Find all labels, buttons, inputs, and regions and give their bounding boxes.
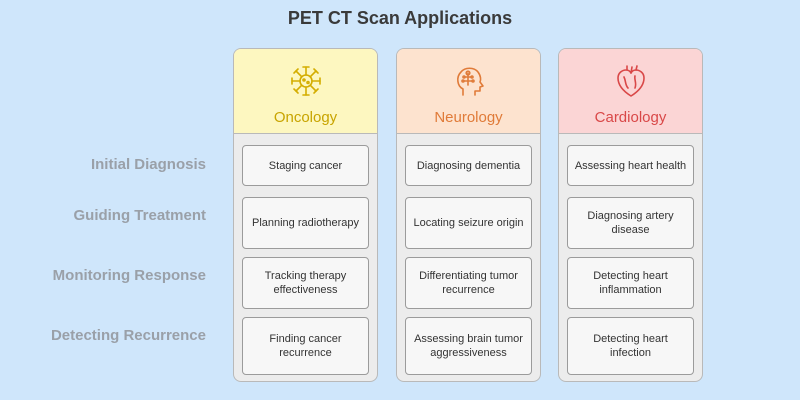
page-title: PET CT Scan Applications [287,8,513,28]
cell-neurology-monitoring-response: Differentiating tumor recurrence [405,257,532,309]
row-label-guiding-treatment: Guiding Treatment [73,207,206,224]
cell-oncology-guiding-treatment: Planning radiotherapy [242,197,369,249]
brain-head-icon [457,67,484,96]
cell-oncology-initial-diagnosis: Staging cancer [242,145,369,186]
cell-cardiology-initial-diagnosis: Assessing heart health [567,145,694,186]
virus-icon [291,66,321,96]
row-label-detecting-recurrence: Detecting Recurrence [50,327,206,344]
column-title-neurology: Neurology [434,109,503,126]
column-header-oncology: Oncology [234,49,377,134]
cell-cardiology-guiding-treatment: Diagnosing artery disease [567,197,694,249]
column-title-cardiology: Cardiology [594,109,667,126]
column-neurology: Neurology Diagnosing dementia Locating s… [396,48,541,382]
cell-neurology-initial-diagnosis: Diagnosing dementia [405,145,532,186]
cell-oncology-detecting-recurrence: Finding cancer recurrence [242,317,369,375]
cell-cardiology-detecting-recurrence: Detecting heart infection [567,317,694,375]
cell-neurology-detecting-recurrence: Assessing brain tumor aggressiveness [405,317,532,375]
cell-cardiology-monitoring-response: Detecting heart inflammation [567,257,694,309]
row-label-initial-diagnosis: Initial Diagnosis [90,156,206,173]
cell-neurology-guiding-treatment: Locating seizure origin [405,197,532,249]
column-oncology: Oncology Staging cancer Planning radioth… [233,48,378,382]
column-header-cardiology: Cardiology [559,49,702,134]
column-title-oncology: Oncology [273,109,338,126]
cell-oncology-monitoring-response: Tracking therapy effectiveness [242,257,369,309]
column-cardiology: Cardiology Assessing heart health Diagno… [558,48,703,382]
row-label-monitoring-response: Monitoring Response [52,267,206,284]
heart-icon [617,65,645,97]
column-header-neurology: Neurology [397,49,540,134]
